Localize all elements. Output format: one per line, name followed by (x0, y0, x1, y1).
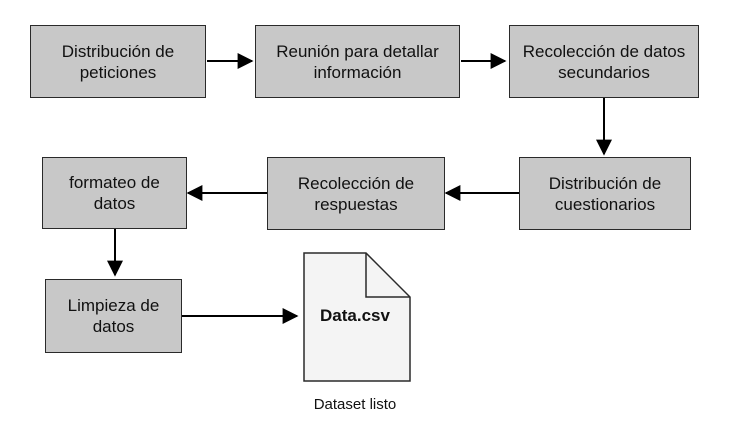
step-recoleccion-datos-secundarios: Recolección de datos secundarios (509, 25, 699, 98)
dataset-caption: Dataset listo (313, 396, 397, 413)
dataset-file-name: Data.csv (320, 306, 390, 325)
step-formateo-datos: formateo de datos (42, 157, 187, 229)
step-distribucion-peticiones: Distribución de peticiones (30, 25, 206, 98)
step-reunion-detallar-informacion: Reunión para detallar información (255, 25, 460, 98)
step-recoleccion-respuestas: Recolección de respuestas (267, 157, 445, 230)
step-limpieza-datos: Limpieza de datos (45, 279, 182, 353)
step-distribucion-cuestionarios: Distribución de cuestionarios (519, 157, 691, 230)
document-icon (303, 252, 411, 382)
